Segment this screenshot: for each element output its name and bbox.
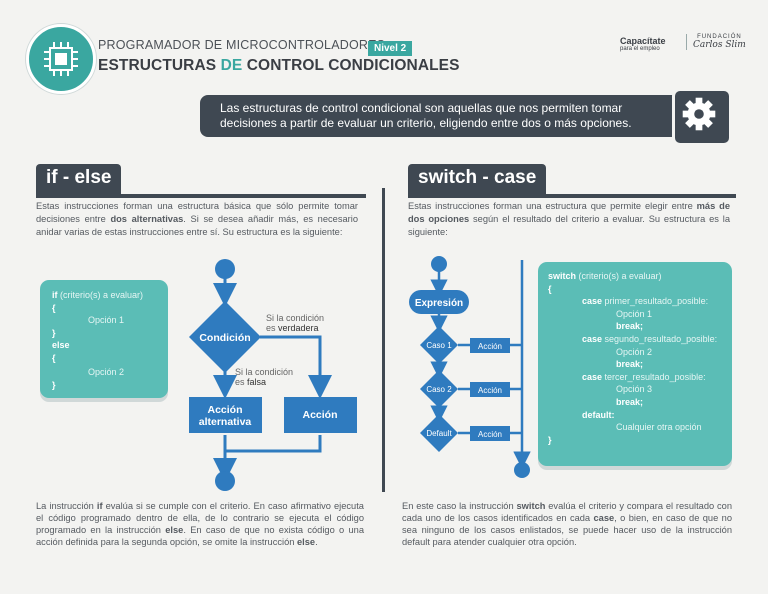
svg-text:Default: Default [426,429,452,438]
if-else-heading: if - else [36,164,366,198]
condition-label: Condición [199,332,250,344]
case1-diamond [420,326,458,364]
svg-text:Acción: Acción [478,342,502,351]
action-box [284,397,357,433]
case2-diamond [420,370,458,408]
switch-case-footnote: En este caso la instrucción switch evalú… [402,501,733,547]
svg-text:Acción: Acción [478,430,502,439]
gear-badge [672,88,732,146]
level-badge: Nivel 2 [368,41,413,56]
svg-text:Caso 2: Caso 2 [426,385,452,394]
foundation-logo: FUNDACIÓN Carlos Slim [686,34,746,50]
svg-text:Caso 1: Caso 1 [426,341,452,350]
brand-logo: Capacítate para el empleo [620,36,666,52]
false-label-2: es falsa [235,377,266,387]
page-subtitle: PROGRAMADOR DE MICROCONTROLADORES [98,38,386,52]
switch-case-heading: switch - case [408,164,736,198]
default-diamond [420,414,458,452]
expression-box [409,290,469,314]
svg-text:Acción: Acción [478,386,502,395]
if-else-flowchart: Condición Si la condición es verdadera S… [189,259,357,491]
logo-badge [26,24,96,94]
switch-case-flowchart: Expresión Caso 1 Acción Caso 2 Acción De… [409,256,531,478]
if-else-footnote: La instrucción if evalúa si se cumple co… [36,501,364,547]
default-action [470,426,510,441]
end-node [215,471,235,491]
condition-diamond [189,301,261,373]
true-label-1: Si la condición [266,313,324,323]
page-title: ESTRUCTURAS DE CONTROL CONDICIONALES [98,57,460,74]
intro-banner: Las estructuras de control condicional s… [200,95,684,137]
switch-start-node [431,256,447,272]
gear-icon [682,97,716,131]
microchip-icon [44,42,78,76]
switch-case-description: Estas instrucciones forman una estructur… [408,201,731,237]
case2-action [470,382,510,397]
true-label-2: es verdadera [266,323,319,333]
alternative-action-box [189,397,262,433]
if-else-code-box: if (criterio(s) a evaluar) { Opción 1 } … [40,280,168,398]
section-divider [382,188,385,492]
svg-text:Expresión: Expresión [415,298,463,309]
case1-action [470,338,510,353]
start-node [215,259,235,279]
svg-text:Acción: Acción [207,404,242,416]
switch-end-node [514,462,530,478]
if-else-description: Estas instrucciones forman una estructur… [36,201,358,237]
switch-case-code-box: switch (criterio(s) a evaluar) { case pr… [538,262,732,466]
svg-text:alternativa: alternativa [199,416,252,428]
false-label-1: Si la condición [235,367,293,377]
svg-text:Acción: Acción [302,409,337,421]
